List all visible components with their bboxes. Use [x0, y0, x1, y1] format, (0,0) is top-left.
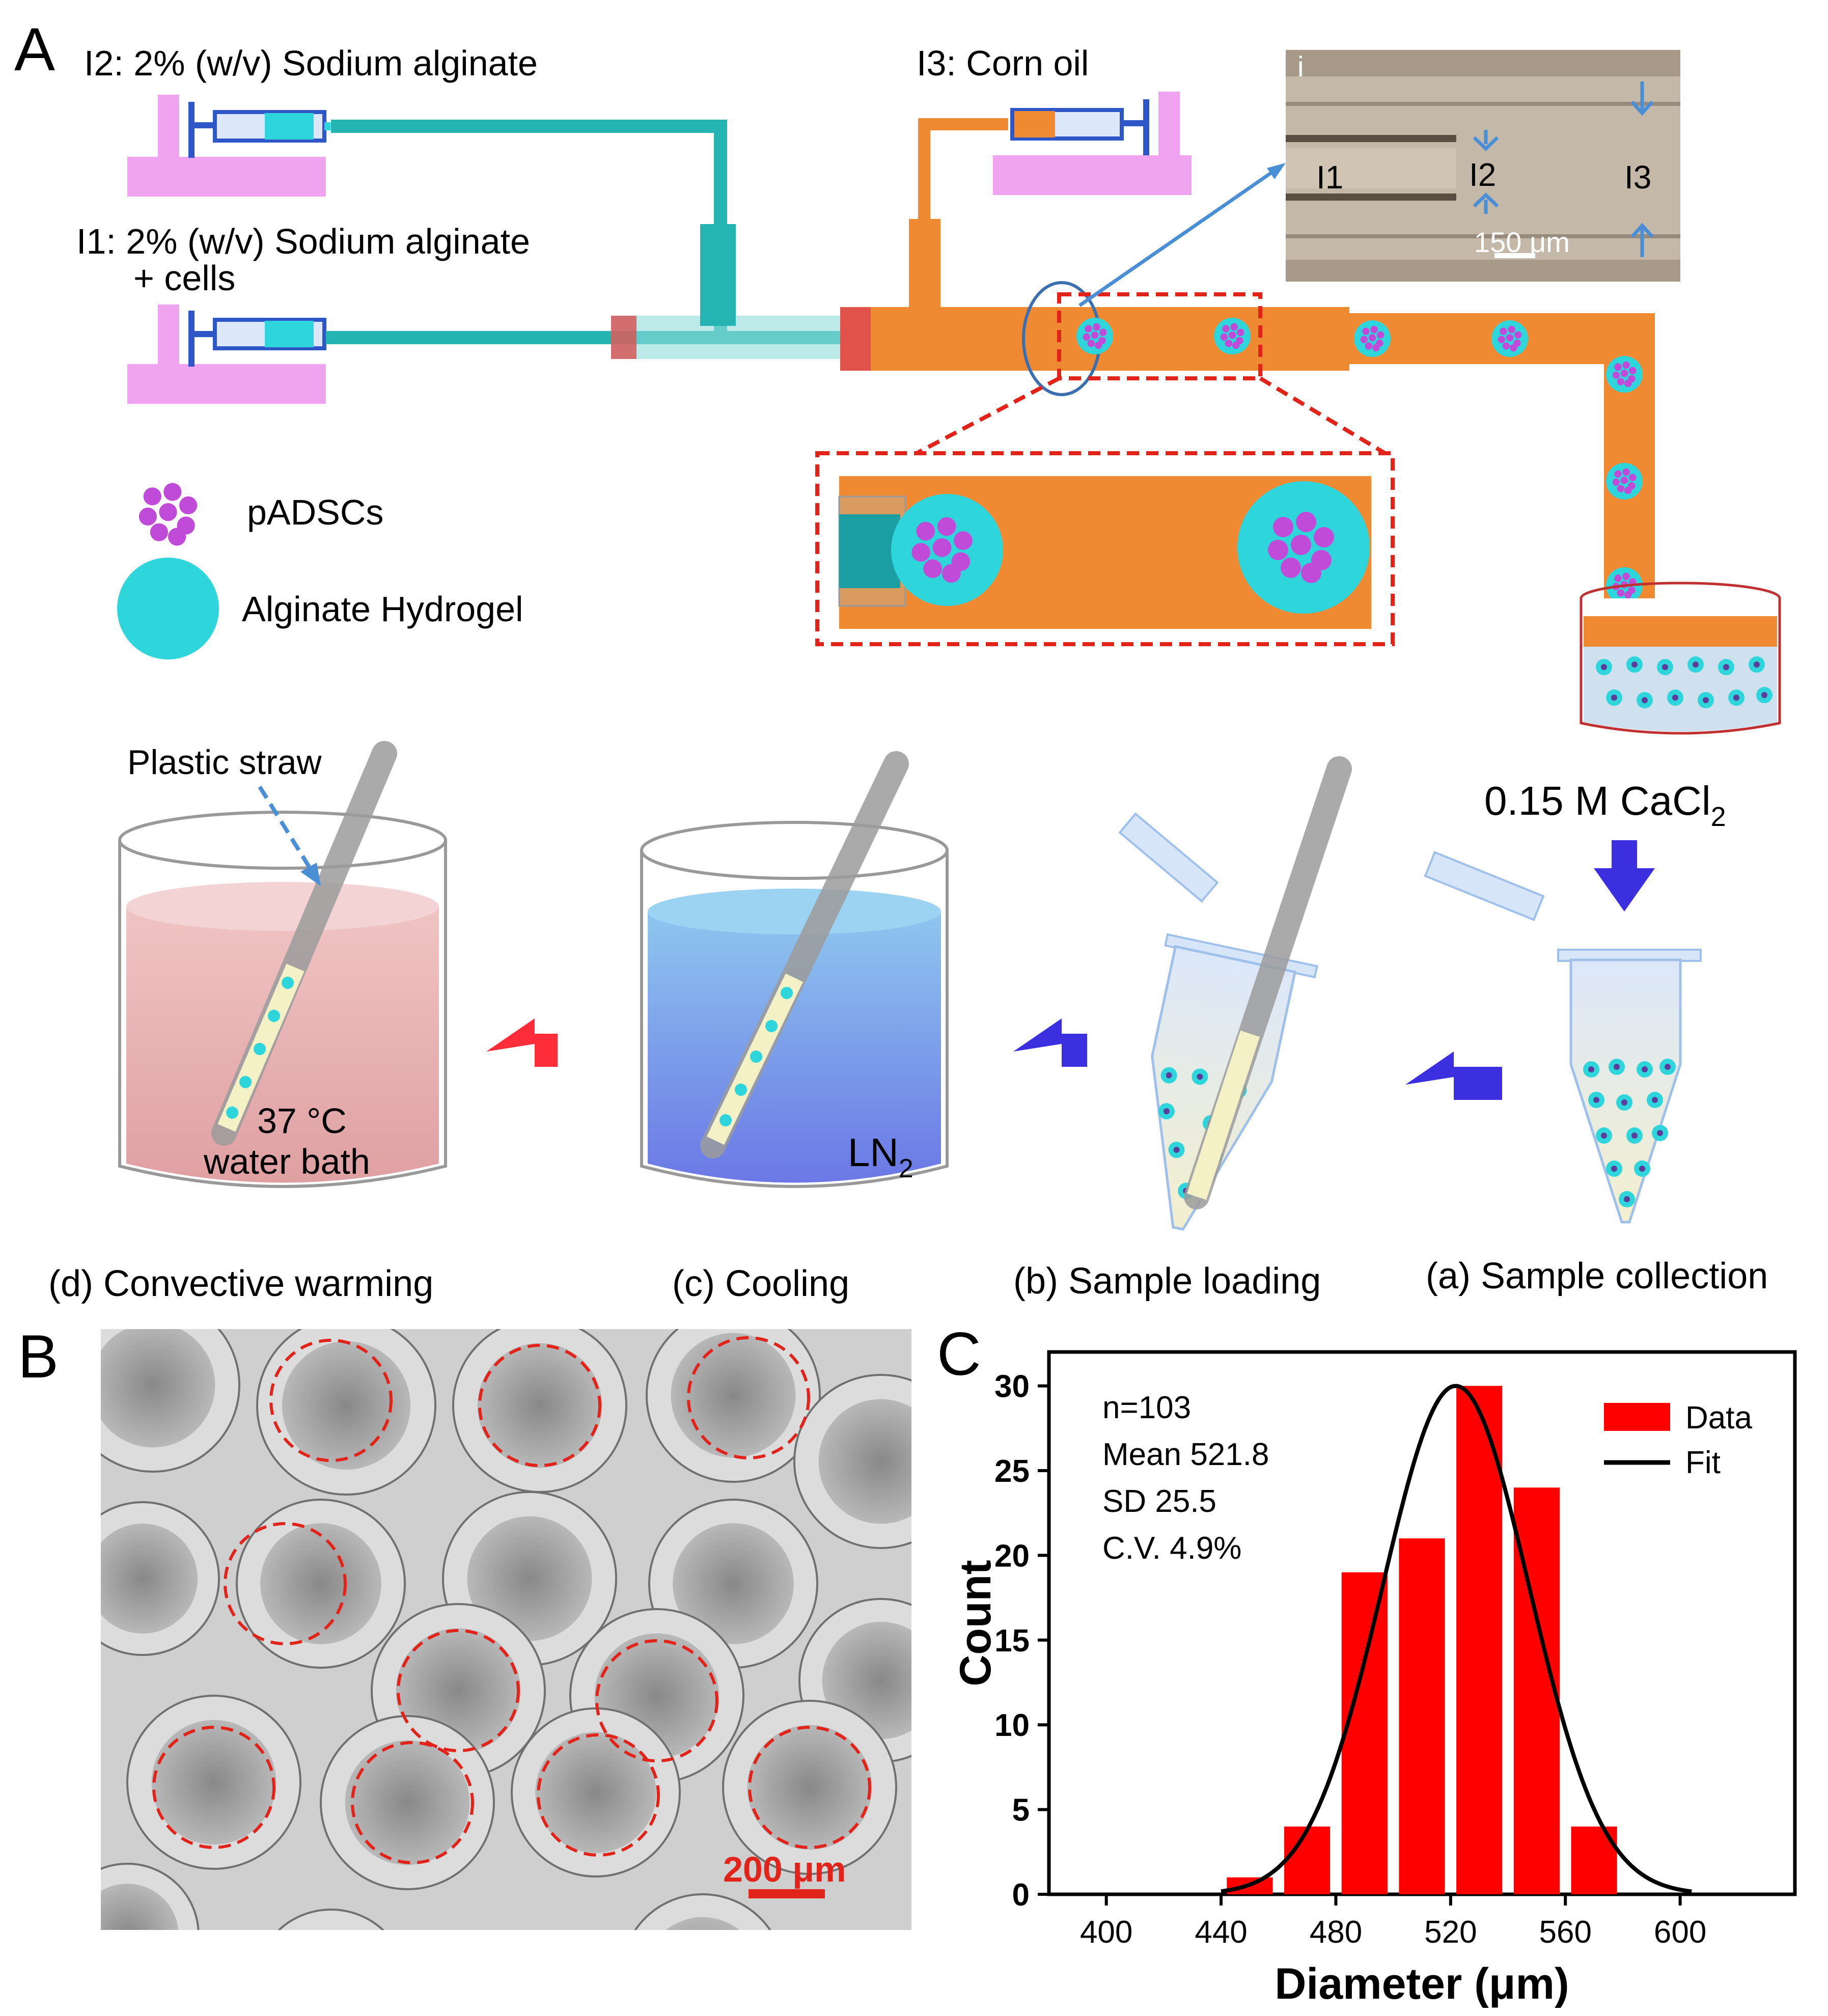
zoom-box-large	[815, 451, 1395, 646]
histogram-bar	[1341, 1572, 1388, 1894]
step-b-label: (b) Sample loading	[1013, 1261, 1321, 1302]
bath-temp: 37 °C	[257, 1101, 347, 1141]
y-tick-label: 30	[994, 1369, 1030, 1404]
cell-mass	[276, 1931, 386, 2016]
gel-legend-icon	[117, 558, 219, 659]
cacl2-dish	[1580, 582, 1781, 735]
straw-label: Plastic straw	[127, 743, 322, 782]
x-tick-label: 520	[1424, 1915, 1477, 1950]
arrow-b-to-c	[1013, 1018, 1087, 1067]
syringe-i3	[993, 92, 1192, 195]
cell-mass	[671, 1333, 796, 1458]
histogram-bar	[1284, 1826, 1331, 1894]
core-outline	[478, 1344, 601, 1467]
legend-gel-label: Alginate Hydrogel	[242, 589, 523, 629]
cell-mass	[101, 1884, 179, 1930]
inset-micrograph: i I1 I2 I3 150 μm	[1286, 50, 1680, 282]
bead	[278, 1909, 384, 1930]
beaker-d	[118, 741, 447, 1188]
legend-data-label: Data	[1685, 1400, 1752, 1435]
core-outline	[537, 1733, 660, 1857]
outlet-tube	[1339, 313, 1655, 662]
micrograph-scale: 200 μm	[723, 1849, 846, 1889]
cell-mass	[101, 1524, 198, 1634]
step-d-label: (d) Convective warming	[48, 1263, 433, 1304]
fit-curve	[1221, 1384, 1692, 1894]
core-outline	[351, 1741, 474, 1864]
step-c-label: (c) Cooling	[672, 1263, 849, 1304]
arrow-c-to-d	[486, 1018, 558, 1067]
core-outline	[224, 1522, 347, 1645]
i3-label: I3: Corn oil	[917, 43, 1089, 83]
y-tick-label: 20	[994, 1538, 1030, 1573]
cells-legend-icon	[139, 483, 198, 546]
cell-mass	[818, 1399, 911, 1524]
inset-i2: I2	[1469, 156, 1496, 193]
tube-a	[1424, 851, 1702, 1224]
core-outline	[269, 1339, 393, 1462]
stats-line: n=103	[1102, 1390, 1191, 1425]
cell-mass	[666, 1917, 739, 1930]
x-tick-label: 560	[1539, 1915, 1592, 1950]
x-tick-label: 400	[1080, 1915, 1132, 1950]
y-tick-label: 0	[1012, 1877, 1030, 1913]
panel-label-a: A	[14, 15, 55, 84]
down-arrow	[1594, 868, 1655, 912]
bead	[634, 1893, 771, 1930]
y-tick-label: 5	[1012, 1793, 1030, 1828]
ln2-label: LN2	[848, 1130, 913, 1183]
cell-mass	[151, 1720, 276, 1845]
cell-mass	[747, 1725, 872, 1850]
stats-line: C.V. 4.9%	[1102, 1531, 1241, 1566]
bath-label: water bath	[203, 1142, 370, 1181]
core-outline	[687, 1336, 810, 1459]
legend-fit-label: Fit	[1685, 1445, 1721, 1480]
cell-mass	[673, 1523, 794, 1644]
i1-label-line1: I1: 2% (w/v) Sodium alginate	[76, 222, 530, 261]
cell-mass	[477, 1343, 602, 1468]
inset-i1: I1	[1316, 159, 1343, 196]
syringe-i1	[127, 305, 326, 404]
stats-line: Mean 521.8	[1102, 1437, 1269, 1472]
bead-micrograph: 200 μm	[101, 1329, 911, 2016]
cell-mass	[467, 1516, 592, 1641]
x-tick-label: 440	[1195, 1915, 1247, 1950]
legend-cells-label: pADSCs	[247, 492, 383, 532]
x-axis-title: Diameter (μm)	[1275, 1959, 1569, 2008]
arrow-a-to-b	[1405, 1052, 1502, 1100]
inset-scale: 150 μm	[1474, 226, 1570, 258]
i1-label-line2: + cells	[133, 258, 235, 298]
i2-label: I2: 2% (w/v) Sodium alginate	[84, 43, 538, 83]
y-tick-label: 10	[994, 1708, 1030, 1743]
syringe-i2	[127, 95, 330, 197]
stats-line: SD 25.5	[1102, 1484, 1216, 1519]
x-tick-label: 600	[1654, 1915, 1706, 1950]
y-axis-title: Count	[951, 1560, 1000, 1686]
step-a-label: (a) Sample collection	[1426, 1256, 1768, 1296]
tube-b	[1118, 756, 1352, 1231]
core-outline	[595, 1639, 718, 1762]
legend-data-swatch	[1604, 1403, 1670, 1431]
core-outline	[748, 1726, 871, 1849]
histogram-bar	[1399, 1538, 1445, 1894]
beaker-c	[640, 751, 949, 1188]
y-tick-label: 25	[994, 1454, 1030, 1489]
cacl2-label: 0.15 M CaCl2	[1484, 778, 1726, 832]
inset-i3: I3	[1624, 159, 1651, 196]
inset-tag: i	[1297, 50, 1304, 82]
panel-label-b: B	[18, 1322, 59, 1391]
core-outline	[152, 1726, 275, 1849]
cell-mass	[345, 1740, 470, 1865]
y-tick-label: 15	[994, 1623, 1030, 1659]
cell-mass	[101, 1329, 215, 1448]
histogram-bar	[1456, 1386, 1503, 1894]
cell-mass	[260, 1523, 381, 1644]
zoom-box-small	[1057, 292, 1262, 380]
cell-mass	[535, 1732, 656, 1853]
core-outline	[397, 1629, 520, 1752]
panel-label-c: C	[937, 1320, 981, 1388]
x-tick-label: 480	[1310, 1915, 1362, 1950]
